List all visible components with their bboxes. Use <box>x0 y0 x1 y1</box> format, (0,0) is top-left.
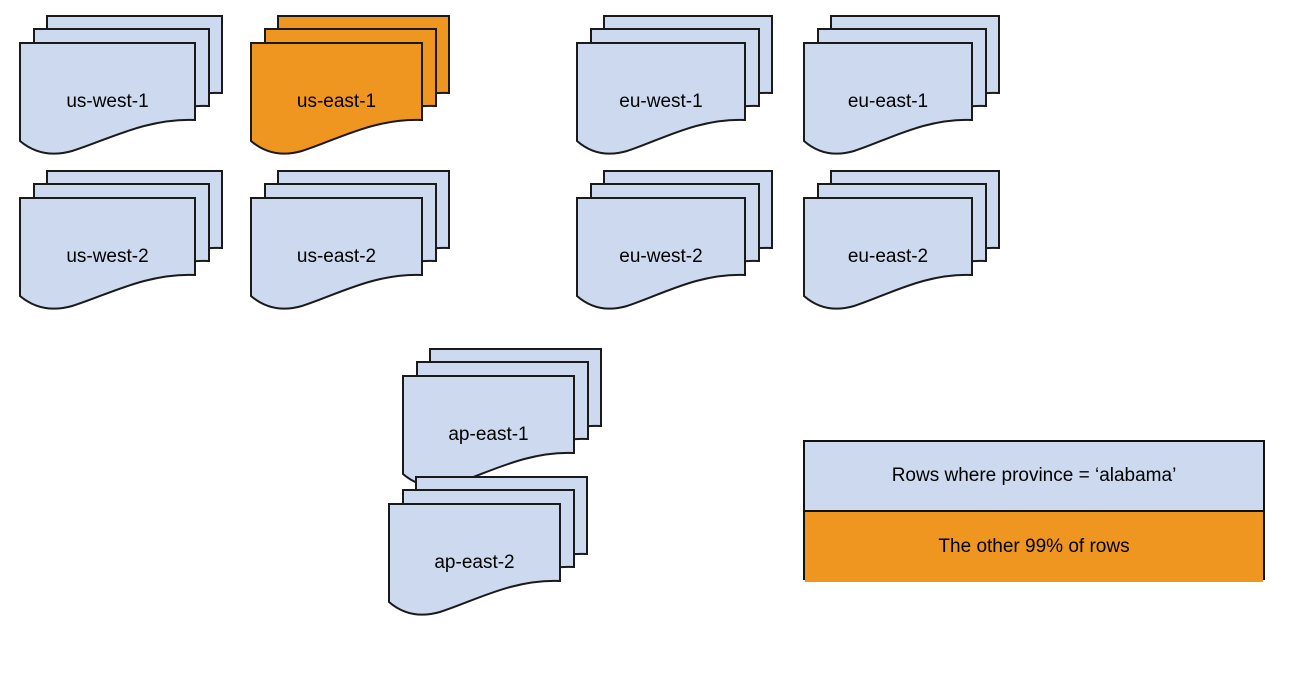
legend-orange: The other 99% of rows <box>805 512 1263 582</box>
region-sheet-eu-east-1-front <box>803 42 973 155</box>
legend-blue-label: Rows where province = ‘alabama’ <box>891 465 1177 486</box>
region-sheet-us-east-1-front <box>250 42 423 155</box>
region-stack-shape-eu-east-2 <box>803 170 1000 310</box>
region-stack-ap-east-2[interactable]: ap-east-2 <box>388 476 588 621</box>
region-sheet-us-west-1-front <box>19 42 196 155</box>
legend: Rows where province = ‘alabama’ The other… <box>803 440 1265 582</box>
region-stack-shape-us-east-2 <box>250 170 450 310</box>
legend-blue: Rows where province = ‘alabama’ <box>805 442 1263 512</box>
region-stack-us-west-2[interactable]: us-west-2 <box>19 170 223 315</box>
region-stack-shape-ap-east-2 <box>388 476 588 616</box>
region-sheet-eu-west-1-front <box>576 42 746 155</box>
region-stack-ap-east-1[interactable]: ap-east-1 <box>402 348 602 493</box>
region-sheet-eu-west-2-front <box>576 197 746 310</box>
region-stack-shape-us-east-1 <box>250 15 450 155</box>
region-stack-us-east-2[interactable]: us-east-2 <box>250 170 450 315</box>
region-stack-shape-us-west-1 <box>19 15 223 155</box>
legend-orange-label: The other 99% of rows <box>938 536 1130 557</box>
region-stack-shape-eu-west-2 <box>576 170 773 310</box>
region-stack-eu-west-2[interactable]: eu-west-2 <box>576 170 773 315</box>
region-stack-us-east-1[interactable]: us-east-1 <box>250 15 450 160</box>
region-stack-eu-east-2[interactable]: eu-east-2 <box>803 170 1000 315</box>
region-sheet-eu-east-2-front <box>803 197 973 310</box>
region-stack-shape-eu-east-1 <box>803 15 1000 155</box>
region-sheet-ap-east-1-front <box>402 375 575 488</box>
region-stack-us-west-1[interactable]: us-west-1 <box>19 15 223 160</box>
region-stack-eu-east-1[interactable]: eu-east-1 <box>803 15 1000 160</box>
region-stack-shape-us-west-2 <box>19 170 223 310</box>
region-stack-eu-west-1[interactable]: eu-west-1 <box>576 15 773 160</box>
region-stack-shape-ap-east-1 <box>402 348 602 488</box>
region-sheet-ap-east-2-front <box>388 503 561 616</box>
region-stack-shape-eu-west-1 <box>576 15 773 155</box>
region-sheet-us-east-2-front <box>250 197 423 310</box>
region-sheet-us-west-2-front <box>19 197 196 310</box>
